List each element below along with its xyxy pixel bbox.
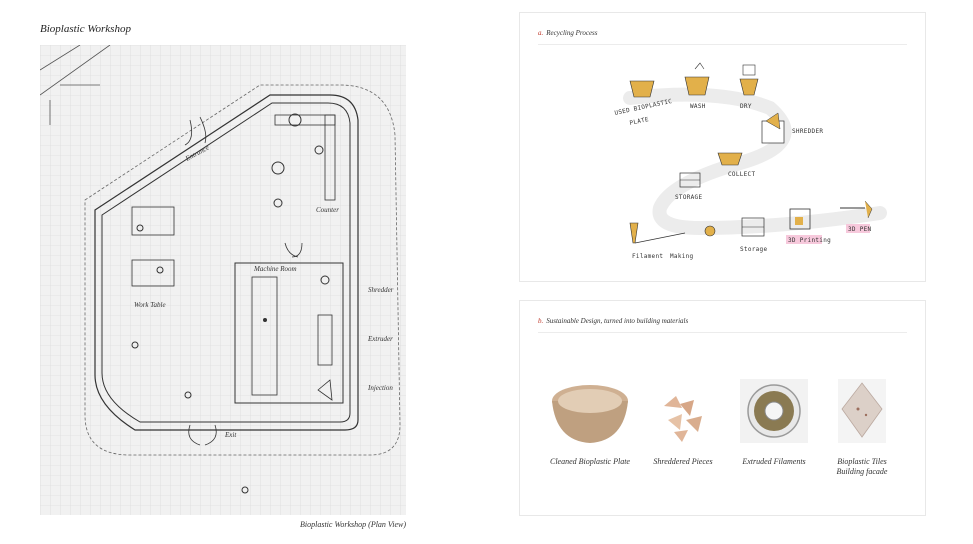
step-storage-left-label: STORAGE: [675, 194, 702, 201]
plan-caption: Bioplastic Workshop (Plan View): [300, 520, 406, 529]
sustainable-design-panel: b.Sustainable Design, turned into buildi…: [519, 300, 926, 516]
panel-b-divider: [538, 332, 907, 333]
shredder-icon: [761, 112, 785, 144]
recycling-flow-diagram: USED BIOPLASTIC PLATE WASH DRY SHREDDER …: [614, 62, 887, 260]
storage-cart-icon: [679, 172, 701, 188]
material-label-filament: Extruded Filaments: [742, 457, 806, 466]
step-collect-label: COLLECT: [728, 171, 755, 178]
step-making-label: Making: [670, 253, 694, 260]
shredded-pieces-image: [664, 396, 702, 442]
panel-b-heading: b.Sustainable Design, turned into buildi…: [538, 317, 688, 325]
plan-label-injection: Injection: [367, 384, 393, 392]
panel-a-title: Recycling Process: [546, 29, 598, 37]
bowl-icon: [629, 80, 655, 98]
panel-b-letter: b.: [538, 317, 544, 325]
material-label-tiles-line1: Bioplastic Tiles: [837, 457, 887, 466]
plan-label-shredder: Shredder: [368, 286, 394, 294]
pen-highlight: [846, 224, 870, 233]
step-pen-label: 3D PEN: [848, 226, 872, 233]
pen-icon: [840, 200, 873, 219]
step-filament-label: Filament: [632, 253, 663, 260]
plan-label-machine-room: Machine Room: [253, 265, 297, 273]
collect-icon: [717, 152, 743, 166]
printer-icon: [789, 208, 811, 230]
step-dry-label: DRY: [740, 103, 752, 110]
floor-plan-svg: Entrance Counter Machine Room Work Table…: [40, 45, 406, 515]
recycling-process-panel: a.Recycling Process: [519, 12, 926, 282]
plan-label-work-table: Work Table: [134, 301, 166, 309]
step-shredder-label: SHREDDER: [792, 128, 823, 135]
plan-label-exit: Exit: [224, 431, 237, 439]
floor-plan-drawing: Entrance Counter Machine Room Work Table…: [40, 45, 406, 515]
material-label-tiles: Bioplastic Tiles Building facade: [807, 457, 917, 477]
step-storage-label: Storage: [740, 246, 767, 253]
material-label-tiles-line2: Building facade: [836, 467, 888, 476]
dry-icon: [739, 64, 759, 96]
bioplastic-tile-image: [838, 379, 886, 443]
cleaned-plate-image: [552, 385, 628, 443]
step-printing-label: 3D Printing: [788, 237, 831, 244]
step-wash-label: WASH: [690, 103, 706, 110]
panel-a-heading: a.Recycling Process: [538, 29, 598, 37]
storage-shelf-icon: [741, 217, 765, 237]
panel-b-title: Sustainable Design, turned into building…: [546, 317, 689, 325]
printing-highlight: [786, 235, 822, 244]
filament-machine-icon: [629, 222, 716, 244]
material-label-shredded: Shreddered Pieces: [653, 457, 713, 466]
plan-label-counter: Counter: [316, 206, 339, 214]
wash-icon: [684, 62, 710, 96]
filament-spool-image: [740, 379, 808, 443]
panel-a-letter: a.: [538, 29, 544, 37]
step-used-label-2: PLATE: [629, 116, 650, 127]
page-title: Bioplastic Workshop: [40, 23, 131, 35]
material-label-plate: Cleaned Bioplastic Plate: [550, 457, 630, 466]
plan-label-extruder: Extruder: [367, 335, 393, 343]
panel-a-divider: [538, 44, 907, 45]
